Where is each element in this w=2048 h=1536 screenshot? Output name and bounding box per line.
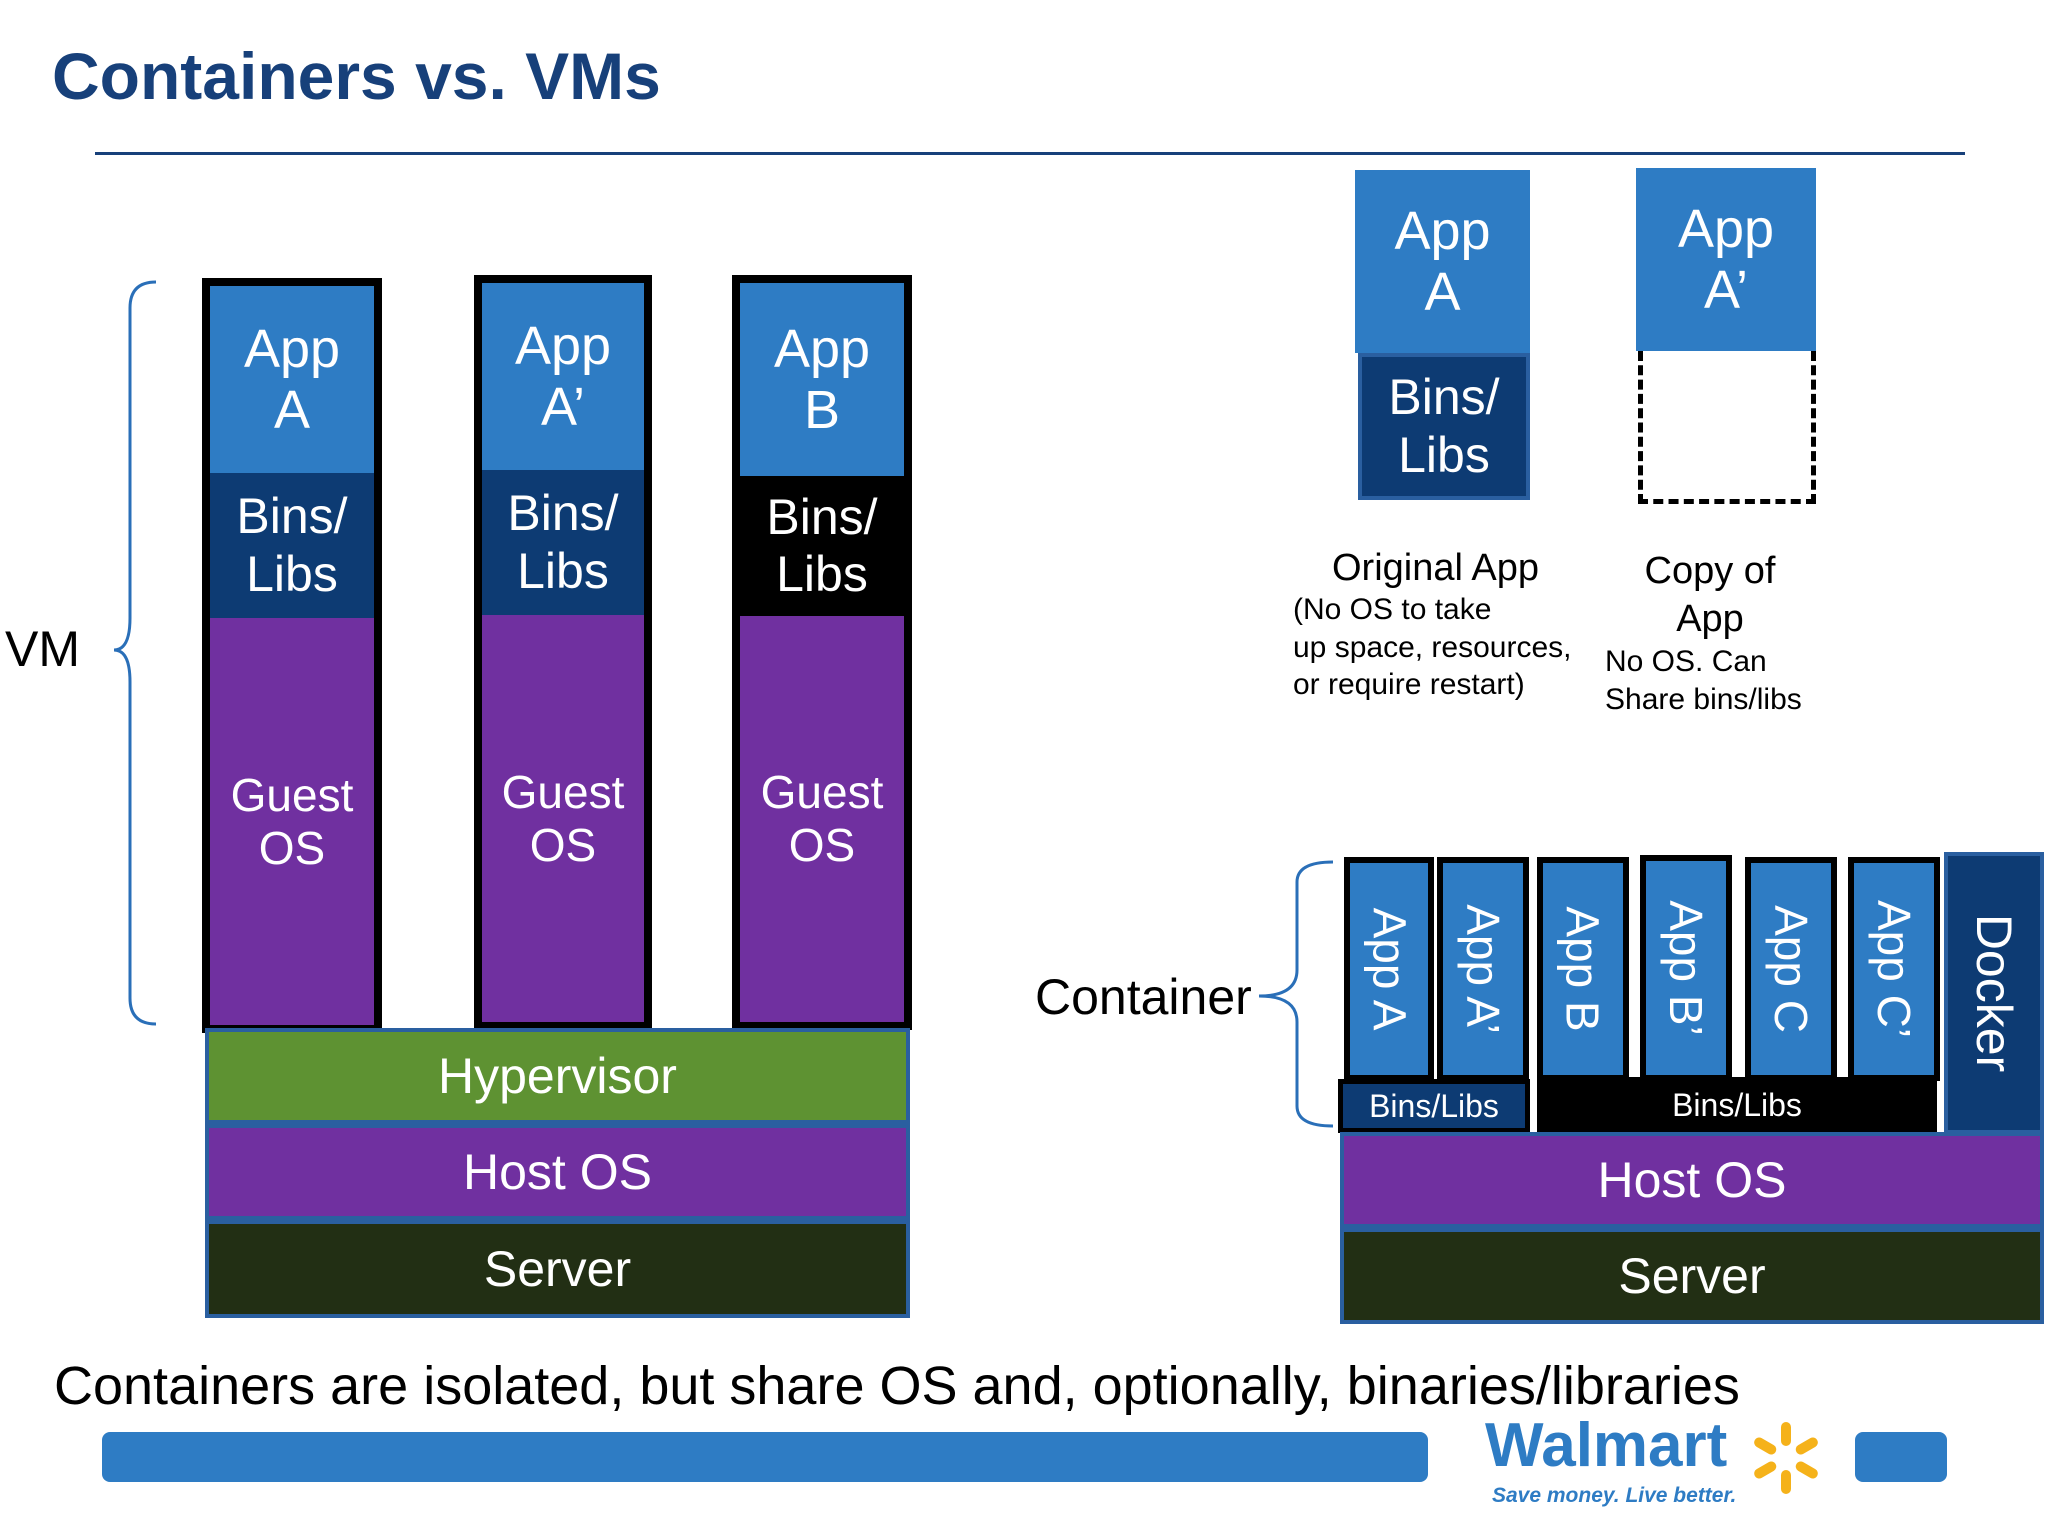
docker-engine: Docker bbox=[1944, 852, 2044, 1134]
footer-bar-left bbox=[102, 1432, 1428, 1482]
vm-column-a-prime: App A’ Bins/ Libs Guest OS bbox=[474, 275, 652, 1030]
original-app-note: (No OS to take up space, resources, or r… bbox=[1293, 593, 1572, 701]
vm-bins-a-prime: Bins/ Libs bbox=[482, 470, 644, 615]
copy-app-block: App A’ bbox=[1636, 168, 1816, 351]
container-app-b-prime: App B’ bbox=[1640, 855, 1732, 1081]
vm-app-a: App A bbox=[210, 286, 374, 473]
slide-title: Containers vs. VMs bbox=[52, 39, 661, 113]
container-app-c-prime: App C’ bbox=[1848, 857, 1940, 1081]
copy-empty-bins-outline bbox=[1638, 351, 1816, 504]
container-bins-left: Bins/Libs bbox=[1338, 1079, 1530, 1133]
container-app-c: App C bbox=[1745, 857, 1837, 1081]
container-host-os-layer: Host OS bbox=[1340, 1132, 2044, 1228]
vm-server-layer: Server bbox=[205, 1220, 910, 1318]
walmart-logo-tagline: Save money. Live better. bbox=[1492, 1484, 1737, 1507]
container-brace bbox=[1258, 860, 1334, 1128]
container-label: Container bbox=[1035, 969, 1252, 1025]
vm-app-b: App B bbox=[740, 283, 904, 476]
hypervisor-layer: Hypervisor bbox=[205, 1028, 910, 1124]
vm-bins-a: Bins/ Libs bbox=[210, 473, 374, 618]
container-app-b: App B bbox=[1537, 857, 1629, 1081]
vm-bins-b: Bins/ Libs bbox=[740, 476, 904, 616]
vm-label: VM bbox=[5, 621, 80, 677]
vm-guest-os-a-prime: Guest OS bbox=[482, 615, 644, 1022]
footer-bar-right bbox=[1855, 1432, 1947, 1482]
original-app-caption: Original App bbox=[1332, 547, 1540, 589]
vm-host-os-layer: Host OS bbox=[205, 1124, 910, 1220]
vm-column-b: App B Bins/ Libs Guest OS bbox=[732, 275, 912, 1030]
vm-guest-os-a: Guest OS bbox=[210, 618, 374, 1025]
walmart-spark-icon bbox=[1754, 1422, 1818, 1494]
container-server-layer: Server bbox=[1340, 1228, 2044, 1324]
original-app-block: App A bbox=[1355, 170, 1530, 353]
vm-guest-os-b: Guest OS bbox=[740, 616, 904, 1022]
original-bins-block: Bins/ Libs bbox=[1358, 353, 1530, 500]
copy-app-caption: Copy of App bbox=[1644, 550, 1776, 640]
vm-app-a-prime: App A’ bbox=[482, 283, 644, 470]
container-app-a-prime: App A’ bbox=[1437, 857, 1529, 1081]
title-rule bbox=[95, 152, 1965, 155]
container-app-a: App A bbox=[1344, 857, 1434, 1081]
copy-app-note: No OS. Can Share bins/libs bbox=[1605, 645, 1802, 716]
container-bins-right: Bins/Libs bbox=[1537, 1077, 1937, 1133]
walmart-logo-word: Walmart bbox=[1485, 1411, 1728, 1480]
footer-statement: Containers are isolated, but share OS an… bbox=[54, 1356, 1740, 1416]
vm-column-a: App A Bins/ Libs Guest OS bbox=[202, 278, 382, 1033]
vm-brace bbox=[113, 280, 157, 1026]
